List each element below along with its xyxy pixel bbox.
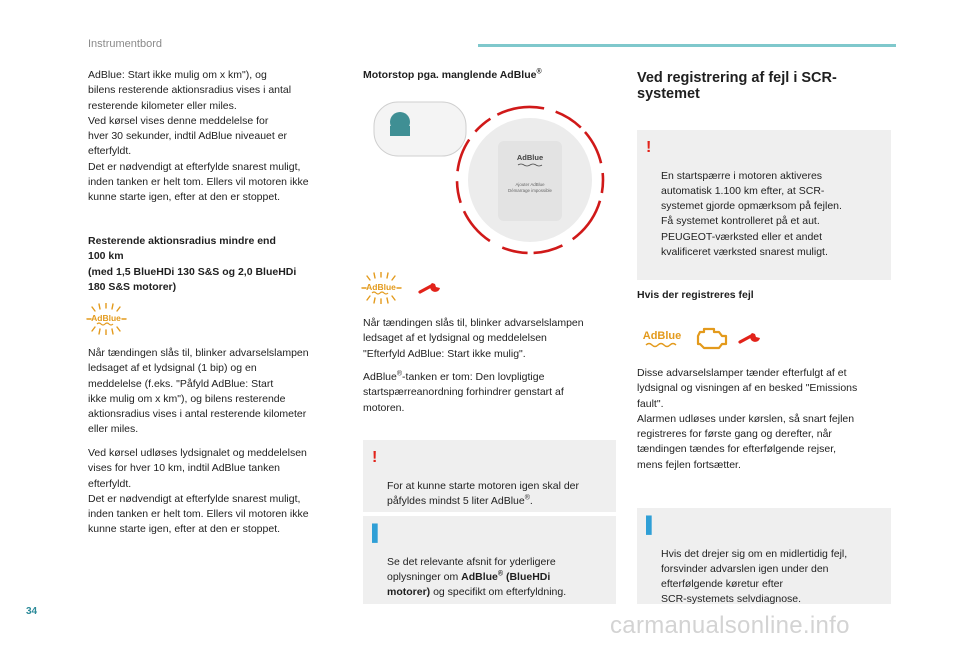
col3-paragraph-1: Disse advarselslamper tænder efterfulgt … bbox=[637, 367, 858, 471]
col3-heading: Ved registrering af fejl i SCR- systemet bbox=[637, 70, 837, 102]
col1-paragraph-1: AdBlue: Start ikke mulig om x km"), og b… bbox=[88, 69, 309, 204]
col3-info-note: ▌ Hvis det drejer sig om en midlertidig … bbox=[637, 508, 891, 605]
header-accent-bar bbox=[478, 44, 896, 47]
adblue-icon-label-2: AdBlue bbox=[366, 282, 396, 292]
col1-paragraph-2: Når tændingen slås til, blinker advarsel… bbox=[88, 347, 309, 436]
display-line-2: Démarrage impossible bbox=[508, 188, 552, 193]
col2-info-note: ▌ Se det relevante afsnit for yderligere… bbox=[363, 516, 616, 604]
instrument-display-illustration: AdBlue Ajouter AdBlue Démarrage impossib… bbox=[373, 101, 606, 256]
wrench-icon-2 bbox=[738, 333, 760, 344]
info-bar-icon: ▌ bbox=[372, 525, 384, 542]
wrench-icon bbox=[418, 283, 440, 294]
col3-subheading: Hvis der registreres fejl bbox=[637, 289, 754, 301]
display-adblue-badge: AdBlue bbox=[517, 153, 543, 162]
engine-icon bbox=[696, 327, 728, 350]
warning-exclamation-icon-2: ! bbox=[646, 139, 652, 156]
adblue-icon-label: AdBlue bbox=[91, 313, 121, 323]
col3-warning-note: ! En startspærre i motoren aktiveres aut… bbox=[637, 130, 891, 280]
section-title: Instrumentbord bbox=[88, 38, 162, 50]
col2-paragraph-2: AdBlue®-tanken er tom: Den lovpligtige s… bbox=[363, 370, 564, 414]
adblue-lamp-label: AdBlue bbox=[643, 330, 682, 342]
info-bar-icon-2: ▌ bbox=[646, 517, 658, 534]
col2-paragraph-1: Når tændingen slås til, blinker advarsel… bbox=[363, 317, 584, 360]
col2-heading: Motorstop pga. manglende AdBlue® bbox=[363, 68, 542, 82]
col1-paragraph-3: Ved kørsel udløses lydsignalet og meddel… bbox=[88, 447, 309, 536]
col2-warning-note: ! For at kunne starte motoren igen skal … bbox=[363, 440, 616, 512]
adblue-warning-icon-2: AdBlue bbox=[361, 272, 402, 304]
adblue-lamp-icon: AdBlue bbox=[643, 330, 682, 348]
adblue-warning-icon: AdBlue bbox=[86, 303, 127, 335]
watermark: carmanualsonline.info bbox=[610, 612, 850, 639]
page-number: 34 bbox=[26, 606, 38, 617]
display-line-1: Ajouter AdBlue bbox=[515, 182, 545, 187]
col1-heading: Resterende aktionsradius mindre end 100 … bbox=[88, 235, 297, 293]
warning-exclamation-icon: ! bbox=[372, 449, 378, 466]
